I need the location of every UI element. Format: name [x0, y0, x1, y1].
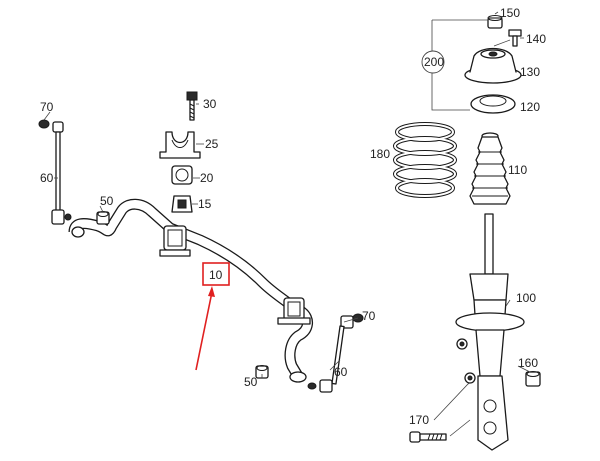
- label-140: 140: [526, 32, 546, 46]
- nut-160: [525, 371, 541, 387]
- label-50-left: 50: [100, 194, 114, 208]
- label-200: 200: [424, 55, 444, 69]
- bearing-120: [470, 94, 516, 114]
- label-70-left: 70: [40, 100, 54, 114]
- highlight-arrow: [195, 286, 215, 371]
- label-50-right: 50: [244, 375, 258, 389]
- strut-assembly: [455, 213, 525, 451]
- label-150: 150: [500, 6, 520, 20]
- label-25: 25: [205, 137, 219, 151]
- label-110: 110: [508, 163, 527, 177]
- bolt-170: [409, 431, 447, 443]
- link-rod-right: [307, 313, 364, 393]
- bolt-30: [186, 91, 198, 121]
- label-120: 120: [520, 100, 540, 114]
- label-15: 15: [198, 197, 212, 211]
- label-180: 180: [370, 147, 390, 161]
- label-100: 100: [516, 291, 536, 305]
- label-130: 130: [520, 65, 540, 79]
- bolt-140: [508, 29, 522, 47]
- label-70-right: 70: [362, 309, 376, 323]
- bar-bushing-right: [277, 297, 311, 325]
- top-mount-130: [464, 47, 522, 84]
- label-60-right: 60: [334, 365, 348, 379]
- dust-boot: [469, 132, 511, 205]
- bracket-25: [159, 131, 201, 159]
- label-200-circle: [421, 50, 445, 74]
- stabilizer-bar: [68, 198, 313, 383]
- part-labels: 150 140 200 130 120 180 110 100 160 170 …: [40, 6, 546, 427]
- label-20: 20: [200, 171, 214, 185]
- nut-50-left: [96, 211, 110, 225]
- label-60-left: 60: [40, 171, 54, 185]
- label-10: 10: [209, 268, 223, 282]
- bushing-20: [171, 165, 193, 185]
- bar-bushing-left: [159, 225, 191, 257]
- label-160: 160: [518, 356, 538, 370]
- bushing-15: [171, 195, 193, 213]
- label-170: 170: [409, 413, 429, 427]
- label-30: 30: [203, 97, 217, 111]
- highlight-box: [202, 262, 230, 286]
- coil-spring: [393, 122, 457, 198]
